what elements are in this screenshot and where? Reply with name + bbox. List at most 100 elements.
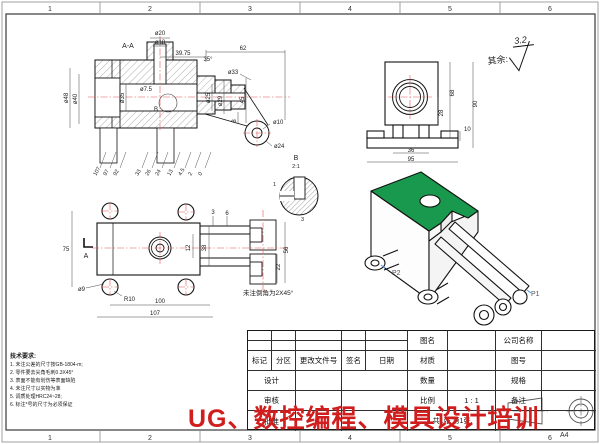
projection-symbol-icon — [500, 396, 596, 426]
technical-requirements: 技术要求: 1. 未注公差的尺寸按GB-1804-m; 2. 零件要去尖角毛刺0… — [10, 351, 130, 409]
isometric-view: P1 P2 — [364, 171, 540, 326]
design-signature — [296, 371, 342, 391]
dim-90: 90 — [473, 100, 479, 107]
spec-label: 规格 — [496, 371, 542, 391]
section-cut-mark — [83, 238, 93, 248]
dim-6: 6 — [225, 211, 229, 217]
dim-d7-5: ø7.5 — [140, 87, 153, 93]
detail-view-b: B 2:1 1 3 — [273, 155, 319, 223]
review-date — [342, 391, 408, 411]
dim-d40: ø40 — [73, 93, 79, 104]
company-label: 公司名称 — [496, 331, 542, 351]
plan-view: 75 A ø9 R10 100 107 3 6 12 38 56 22 未注倒角… — [63, 202, 294, 318]
detail-mark-b: B — [154, 107, 158, 113]
zone-label: 2 — [148, 6, 152, 13]
zone-label: 4 — [348, 6, 352, 13]
dim-d33: ø33 — [228, 70, 239, 76]
quantity-value — [448, 371, 496, 391]
tech-req-item: 1. 未注公差的尺寸按GB-1804-m; — [10, 362, 83, 368]
dim-d48: ø48 — [64, 92, 70, 103]
front-view: 28 68 90 10 36 95 — [366, 61, 479, 163]
dim-d24: ø24 — [274, 144, 285, 150]
zone-label: 3 — [248, 6, 252, 13]
ord-dim: 33 — [135, 169, 143, 177]
section-arrow-label: A — [84, 253, 89, 260]
dim-100: 100 — [155, 299, 166, 305]
dim-22: 22 — [276, 263, 282, 270]
review-signature — [296, 391, 342, 411]
zone-numbers-bottom: 1 2 3 4 5 6 — [48, 435, 552, 442]
zone-label: 2 — [148, 435, 152, 442]
section-view-a-a: A-A ø20 ø18 39.75 62 35° ø33 ø48 ø40 ø35… — [64, 31, 290, 164]
dim-35deg: 35° — [203, 57, 213, 63]
detail-scale: 2:1 — [292, 164, 300, 170]
dim-d20: ø20 — [155, 31, 166, 37]
sheet-count: 共1张 第1张 — [408, 411, 496, 431]
drawing-no-value — [542, 351, 596, 371]
dim-d9: ø9 — [78, 287, 86, 293]
ord-dim: 4.5 — [178, 167, 187, 177]
dim-38: 38 — [202, 244, 208, 251]
title-block: 图名 公司名称 标记 分区 更改文件号 签名 日期 材质 图号 设计 数量 规格… — [247, 330, 596, 431]
watermark-text: UG、数控编程、模具设计培训 — [188, 405, 540, 433]
tech-req-item: 4. 未注尺寸以实物为准 — [10, 386, 61, 392]
section-title: A-A — [122, 43, 134, 50]
dim-45: 45 — [240, 96, 246, 103]
surface-finish-prefix: 其余: — [487, 53, 509, 66]
scale-value: 1 : 1 — [448, 391, 496, 411]
zone-label: 5 — [448, 435, 452, 442]
dim-28: 28 — [439, 109, 445, 116]
dim-56: 56 — [284, 246, 290, 253]
dimension-lines — [69, 37, 286, 147]
tech-req-item: 6. 标注*号的尺寸为必须保证 — [10, 402, 73, 408]
approve-signature — [296, 411, 342, 431]
dim-12: 12 — [186, 244, 192, 251]
remark-label: 备注 — [496, 391, 542, 411]
ordinate-dimensions: 107 97 92 33 26 24 13 4.5 2 0 — [93, 151, 212, 177]
tech-req-item: 2. 零件要去尖角毛刺0.3X45° — [10, 370, 74, 376]
approve-label: 批准 — [248, 411, 296, 431]
dim-8: 8 — [232, 119, 238, 123]
dim-3: 3 — [211, 210, 215, 216]
dim-68: 68 — [450, 89, 456, 96]
company-value — [542, 331, 596, 351]
point-label-p1: P1 — [531, 291, 540, 298]
dim-r10: R10 — [124, 297, 136, 303]
centerlines — [88, 36, 290, 147]
remark-value — [542, 391, 596, 411]
chamfer-note: 未注倒角为2X45° — [243, 288, 294, 297]
revision-rows — [248, 331, 408, 351]
zone-label: 6 — [548, 435, 552, 442]
change-doc-label: 更改文件号 — [296, 351, 342, 371]
dim-d18: ø18 — [155, 40, 166, 46]
tech-req-item: 5. 调质处理HRC24~28; — [10, 394, 62, 400]
dim-10: 10 — [464, 127, 471, 133]
dim-3b: 3 — [301, 217, 304, 223]
ord-dim: 24 — [155, 169, 163, 177]
ord-dim: 13 — [167, 169, 175, 177]
tech-req-item: 3. 表面不能有划伤等表面缺陷 — [10, 378, 76, 384]
dim-75: 75 — [63, 247, 70, 253]
detail-label: B — [294, 155, 299, 162]
dim-d35: ø35 — [120, 92, 126, 103]
zone-label: 1 — [48, 435, 52, 442]
ord-dim: 26 — [145, 169, 153, 177]
material-value — [448, 351, 496, 371]
ord-dim: 107 — [93, 166, 103, 177]
zone-label: 4 — [348, 435, 352, 442]
zone-label: 5 — [448, 6, 452, 13]
dim-107: 107 — [150, 311, 161, 317]
signature-label: 签名 — [342, 351, 366, 371]
approve-date — [342, 411, 408, 431]
dim-d29: ø29 — [218, 95, 224, 106]
review-label: 审核 — [248, 391, 296, 411]
zone-label: 3 — [248, 435, 252, 442]
zone-label-cell: 分区 — [272, 351, 296, 371]
dim-d25: ø25 — [206, 92, 212, 103]
ord-dim: 92 — [113, 169, 121, 177]
dim-1: 1 — [273, 182, 276, 188]
surface-finish-value: 3.2 — [514, 34, 528, 45]
